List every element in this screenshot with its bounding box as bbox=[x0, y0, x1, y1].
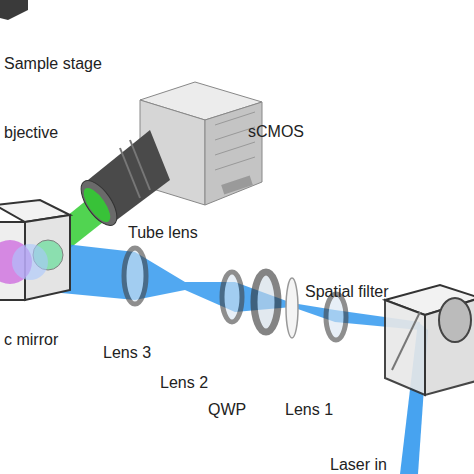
part-label: Lens 3 bbox=[103, 344, 151, 362]
excitation-beam bbox=[30, 240, 420, 330]
part-label: QWP bbox=[208, 401, 246, 419]
lens bbox=[222, 272, 242, 322]
part-label: c mirror bbox=[4, 331, 58, 349]
lens bbox=[326, 294, 346, 340]
waveplate bbox=[254, 272, 278, 332]
part-label: Sample stage bbox=[4, 55, 102, 73]
part-label: Laser in bbox=[330, 456, 387, 474]
tube-lens bbox=[74, 130, 170, 231]
mirror-cube bbox=[385, 285, 474, 395]
dichroic-cube bbox=[0, 200, 70, 300]
part-label: Lens 2 bbox=[160, 374, 208, 392]
part-label: Lens 1 bbox=[285, 401, 333, 419]
sample-stage bbox=[0, 0, 28, 20]
lens bbox=[124, 248, 146, 304]
part-label: Tube lens bbox=[128, 224, 198, 242]
part-label: bjective bbox=[4, 124, 58, 142]
spatial-filter bbox=[286, 278, 298, 338]
part-label: sCMOS bbox=[248, 123, 304, 141]
part-label: Spatial filter bbox=[305, 283, 389, 301]
